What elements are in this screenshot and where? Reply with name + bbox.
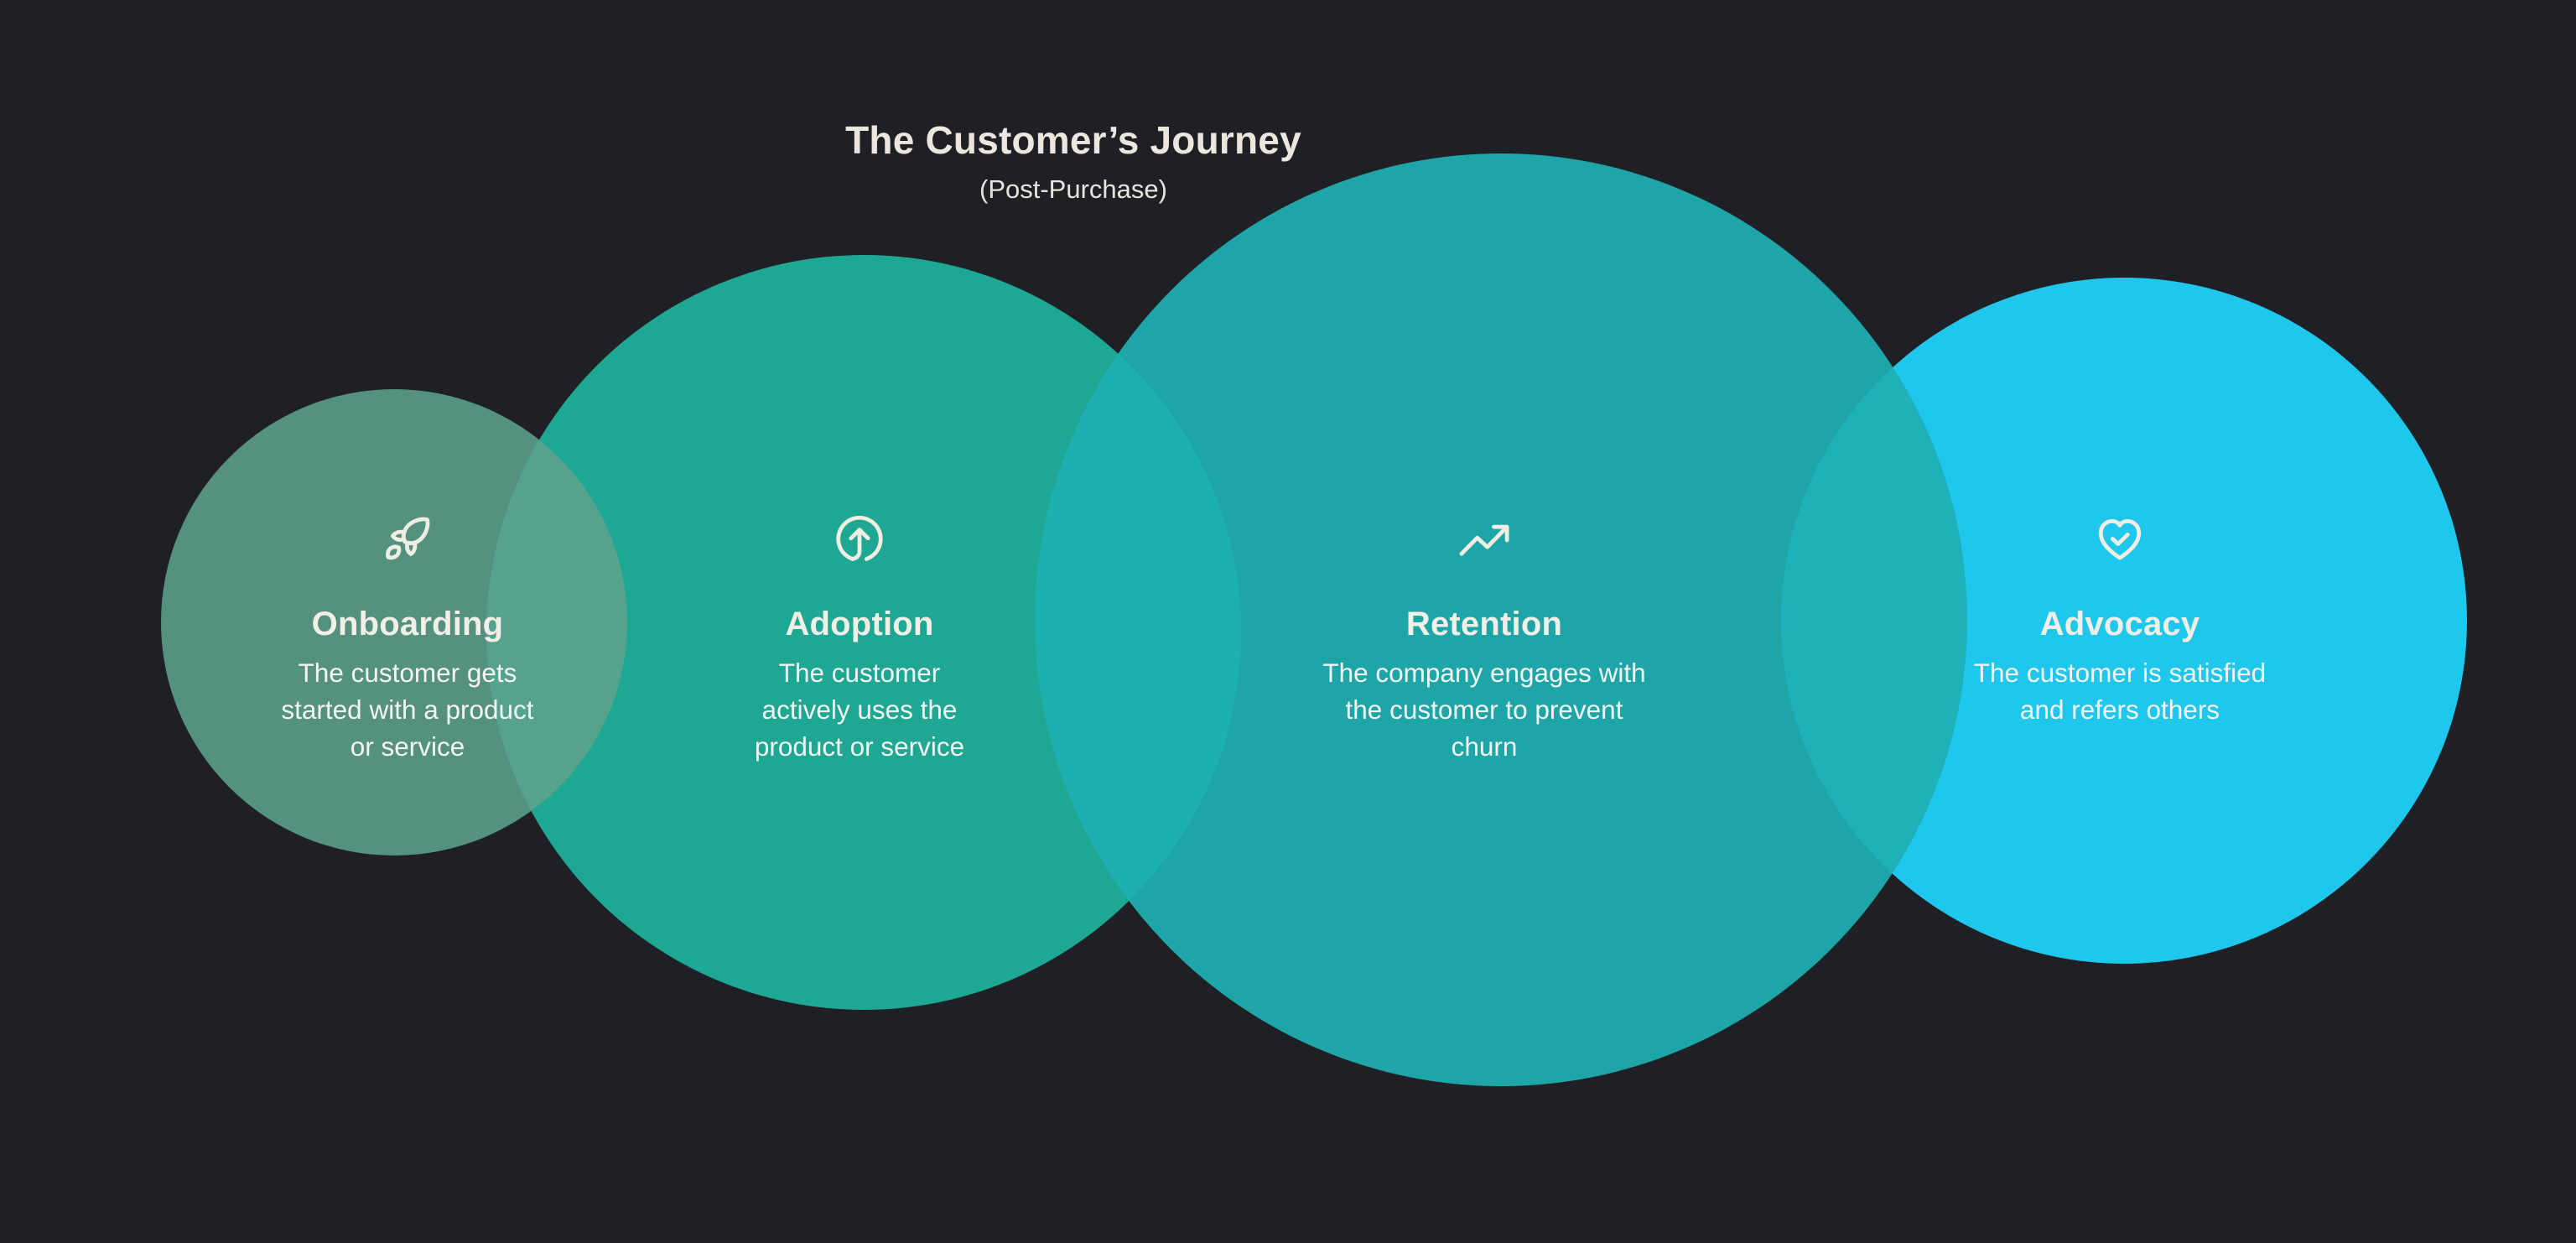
stage-description: The customer gets started with a product…	[281, 658, 534, 762]
diagram-header: The Customer’s Journey (Post-Purchase)	[845, 117, 1301, 205]
retention-stage: Retention The company engages with the c…	[1249, 508, 1719, 765]
onboarding-stage: Onboarding The customer gets started wit…	[173, 508, 642, 765]
stage-title: Onboarding	[311, 606, 504, 642]
stage-description: The company engages with the customer to…	[1322, 658, 1646, 762]
stage-description: The customer actively uses the product o…	[754, 658, 965, 762]
rocket-icon	[377, 508, 439, 570]
stage-description: The customer is satisfied and refers oth…	[1973, 658, 2267, 725]
adoption-stage: Adoption The customer actively uses the …	[625, 508, 1094, 765]
stage-title: Adoption	[785, 606, 934, 642]
advocacy-stage: Advocacy The customer is satisfied and r…	[1885, 508, 2355, 728]
heart-check-icon	[2089, 508, 2151, 570]
page-title: The Customer’s Journey	[845, 118, 1301, 162]
stage-title: Retention	[1405, 606, 1563, 642]
trending-up-icon	[1453, 508, 1515, 570]
retention-circle	[1035, 153, 1967, 1086]
onboarding-circle	[161, 389, 627, 856]
stage-title: Advocacy	[2039, 606, 2200, 642]
page-subtitle: (Post-Purchase)	[979, 174, 1167, 204]
arrow-up-circle-icon	[828, 508, 891, 570]
